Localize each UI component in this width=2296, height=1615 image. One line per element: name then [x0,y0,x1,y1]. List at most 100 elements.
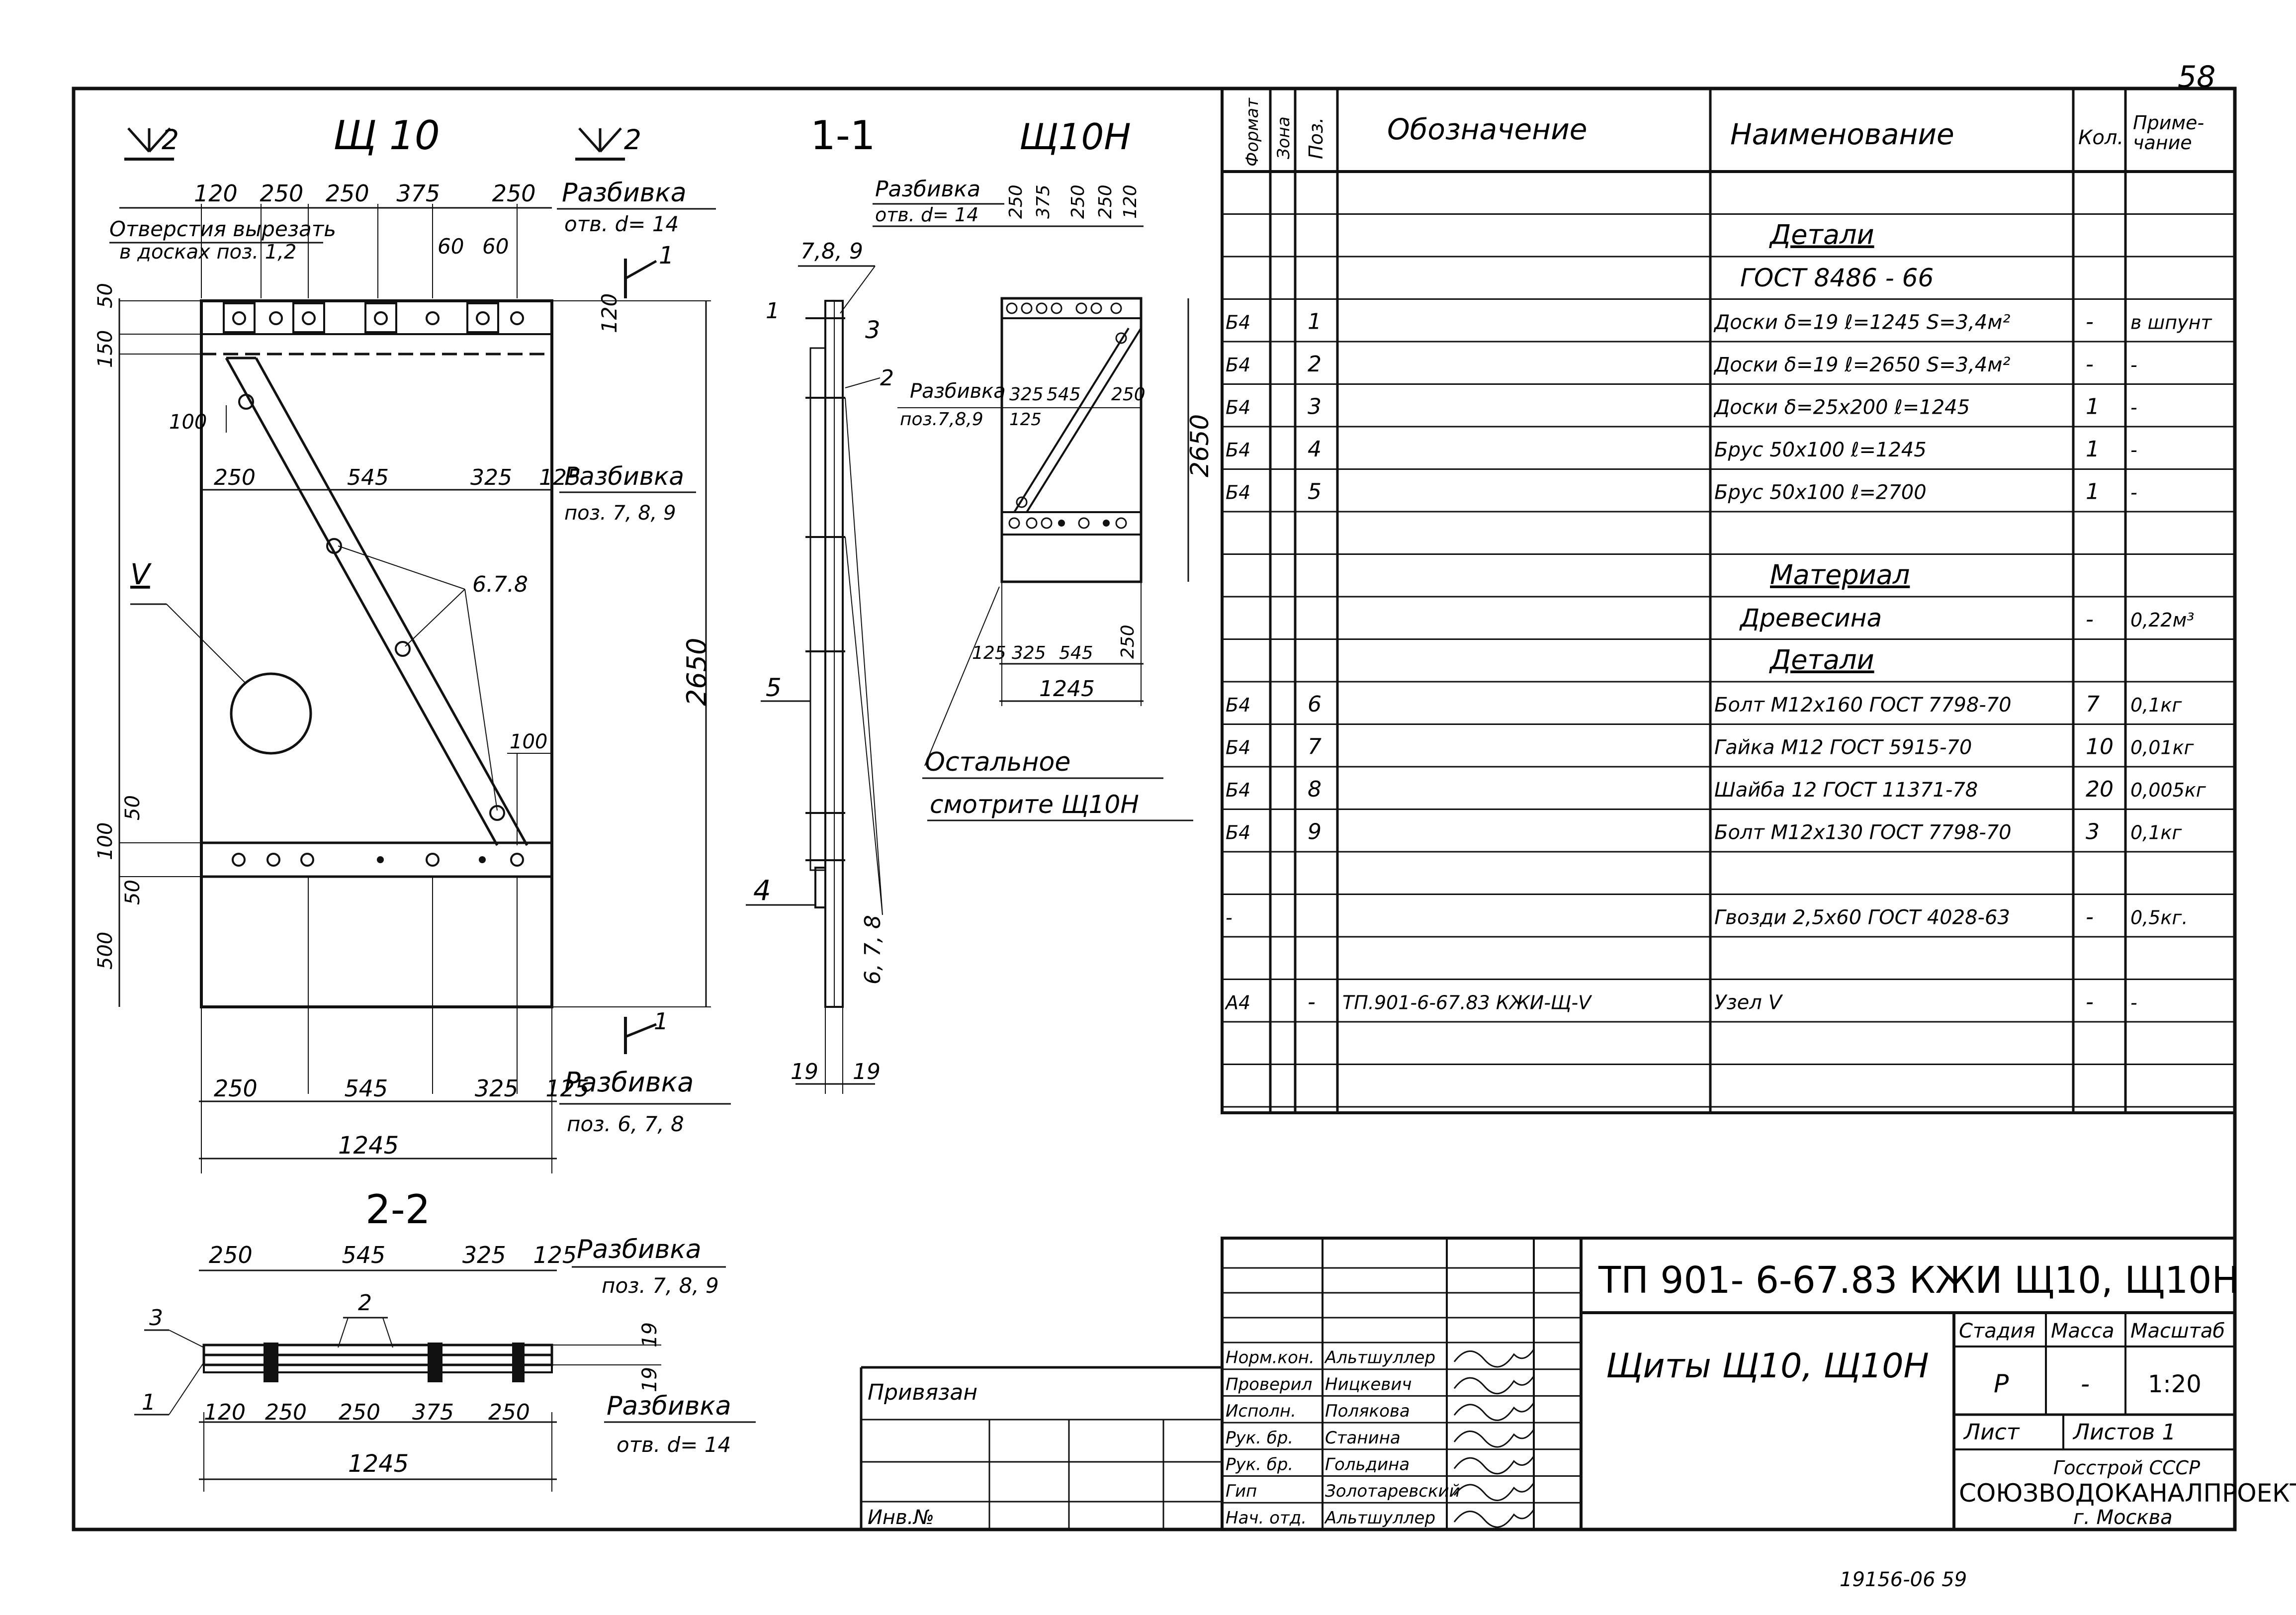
svg-text:поз. 7, 8, 9: поз. 7, 8, 9 [564,502,676,525]
svg-text:г. Москва: г. Москва [2073,1506,2173,1529]
svg-text:2650: 2650 [1185,414,1214,477]
spec-cell-f: Б4 [1226,694,1250,716]
spec-cell-q: 7 [2086,692,2100,717]
spec-cell-q: 10 [2086,734,2114,760]
sh10-top-holes [223,302,524,333]
svg-text:Инв.№: Инв.№ [868,1506,934,1529]
svg-text:545: 545 [1059,643,1093,663]
svg-text:50: 50 [121,795,144,820]
spec-cell-n: Детали [1769,219,1874,251]
svg-text:1: 1 [142,1390,156,1415]
spec-cell-n: Гвозди 2,5х60 ГОСТ 4028-63 [1714,906,2010,929]
spec-cell-f: Б4 [1226,482,1250,504]
stamp-role: Исполн. [1226,1401,1296,1421]
spec-table: Формат Зона Поз. Обозначение Наименовани… [1221,87,2236,1114]
svg-text:смотрите Щ10Н: смотрите Щ10Н [930,790,1139,819]
section-marker-left: 2 [124,124,179,161]
svg-text:125: 125 [1009,410,1042,430]
spec-cell-p: 8 [1308,777,1322,802]
sh10-holes-note-2: в досках поз. 1,2 [119,241,296,264]
svg-text:Р: Р [1994,1369,2009,1398]
sh10n-view: Щ10Н Разбивка отв. d= 14 250 375 250 250… [873,116,1214,821]
svg-text:Разбивка: Разбивка [564,462,684,491]
section-1-1: 1-1 7,8, 9 1 3 2 5 4 6, 7, 8 19 19 [746,112,894,1094]
sh10-top-dims-sub: отв. d= 14 [564,212,679,236]
spec-cell-r: - [2130,439,2137,461]
svg-text:Листов 1: Листов 1 [2072,1420,2176,1445]
svg-text:поз. 6, 7, 8: поз. 6, 7, 8 [567,1112,684,1136]
svg-text:Масштаб: Масштаб [2130,1320,2225,1343]
spec-cell-q: 3 [2086,819,2100,845]
svg-text:отв. d= 14: отв. d= 14 [617,1433,731,1457]
svg-text:1: 1 [659,242,674,269]
svg-text:2: 2 [162,124,179,156]
spec-cell-n: Брус 50x100 ℓ=1245 [1714,439,1927,461]
svg-text:150: 150 [94,330,117,368]
spec-cell-n: Шайба 12 ГОСТ 11371-78 [1714,779,1978,802]
spec-cell-p: 5 [1308,479,1322,505]
section-marker-right: 2 [575,124,641,161]
signature-mark [1453,1455,1535,1475]
stamp-role: Рук. бр. [1226,1428,1293,1448]
svg-text:Привязан: Привязан [868,1380,977,1405]
spec-cell-p: 2 [1308,352,1322,377]
spec-cell-p: 6 [1308,692,1322,717]
svg-text:375: 375 [1033,184,1054,219]
spec-header-format: Формат [1242,97,1262,167]
svg-text:отв. d= 14: отв. d= 14 [875,204,978,226]
spec-cell-f: А4 [1224,992,1250,1014]
signature-mark [1453,1375,1535,1395]
spec-cell-p: 7 [1308,734,1322,760]
svg-text:50: 50 [94,283,117,308]
stamp-person: Альтшуллер [1324,1508,1435,1528]
sh10-view: Щ 10 2 2 120 250 250 375 250 Разбивка от… [94,112,731,1173]
spec-header-qty: Кол. [2078,126,2123,149]
svg-text:Разбивка: Разбивка [910,380,1006,403]
svg-text:100: 100 [94,822,117,860]
spec-cell-p: - [1308,989,1316,1015]
spec-cell-n: Древесина [1739,604,1882,632]
sh10-top-dims-label: Разбивка [562,178,687,208]
svg-text:60: 60 [482,234,509,259]
svg-text:Разбивка: Разбивка [875,177,980,202]
spec-cell-f: Б4 [1226,354,1250,376]
svg-text:19: 19 [853,1059,881,1084]
spec-header-name: Наименование [1730,117,1954,151]
spec-cell-r: 0,005кг [2130,779,2207,801]
stamp-person: Гольдина [1325,1455,1410,1475]
spec-cell-f: - [1226,907,1233,929]
spec-cell-n: Доски δ=19 ℓ=1245 S=3,4м² [1713,311,2010,334]
svg-text:чание: чание [2133,132,2192,154]
spec-cell-n: Доски δ=25x200 ℓ=1245 [1713,396,1970,419]
stamp-title: Щиты Щ10, Щ10Н [1606,1346,1929,1386]
stamp-role: Рук. бр. [1226,1455,1293,1475]
spec-cell-r: 0,1кг [2130,822,2182,844]
signature-mark [1453,1348,1535,1368]
svg-text:325: 325 [1009,384,1044,405]
svg-text:1:20: 1:20 [2148,1370,2202,1398]
svg-text:2: 2 [358,1290,372,1316]
svg-text:6.7.8: 6.7.8 [472,572,528,597]
stamp-role: Нач. отд. [1226,1508,1307,1528]
spec-cell-n: Материал [1770,559,1910,591]
spec-header-note: Приме- [2133,112,2204,134]
svg-text:2650: 2650 [681,638,712,706]
cut-mark-top: 1 [624,242,674,298]
spec-cell-f: Б4 [1226,822,1250,844]
stamp-person: Альтшуллер [1324,1348,1435,1368]
svg-text:250: 250 [1111,384,1146,405]
svg-text:125: 125 [972,643,1006,663]
sh10-panel [200,299,553,1008]
svg-text:100: 100 [510,730,547,753]
spec-cell-n: Доски δ=19 ℓ=2650 S=3,4м² [1713,354,2010,376]
spec-cell-f: Б4 [1226,312,1250,334]
svg-text:Разбивка: Разбивка [577,1235,702,1264]
svg-text:325: 325 [1012,643,1046,663]
signature-mark [1453,1429,1535,1448]
svg-text:Остальное: Остальное [925,747,1070,777]
svg-text:120: 120 [1120,184,1141,219]
sec22-bottom-dims: 120 250 250 375 250 [204,1400,530,1425]
svg-text:Масса: Масса [2051,1320,2115,1343]
svg-text:V: V [130,557,152,591]
